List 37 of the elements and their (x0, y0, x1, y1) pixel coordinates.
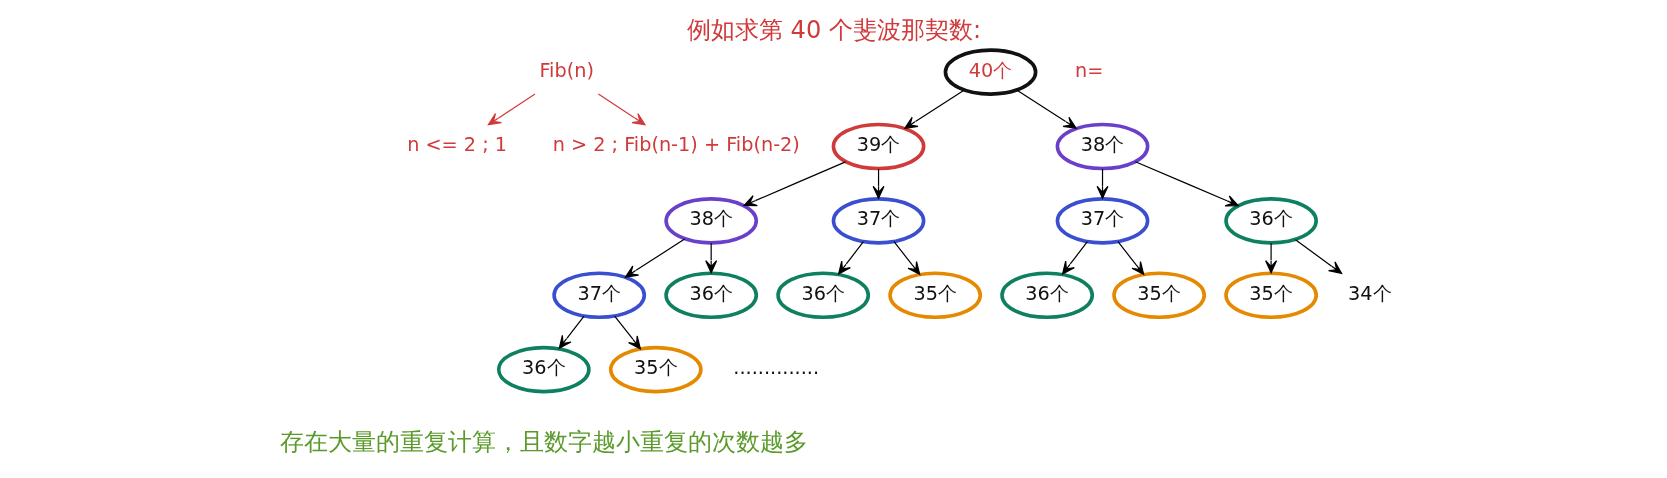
node-ellipse: 36个 (775, 270, 870, 319)
node-ellipse: 37个 (551, 270, 646, 319)
arrow (558, 315, 585, 349)
arrow (1016, 89, 1077, 129)
node-ellipse: 36个 (999, 270, 1094, 319)
caption: 存在大量的重复计算，且数字越小重复的次数越多 (279, 427, 808, 456)
label: n= (1074, 58, 1103, 82)
node-ellipse: 36个 (496, 345, 591, 393)
node-ellipse: 35个 (1223, 270, 1318, 319)
arrow (1134, 160, 1239, 206)
arrow (892, 240, 920, 275)
arrow (1061, 240, 1088, 274)
node-ellipse: 37个 (1055, 196, 1149, 245)
arrow (597, 93, 646, 125)
arrow (613, 315, 641, 349)
arrow (1116, 240, 1144, 275)
node-ellipse: 37个 (831, 196, 925, 245)
node-ellipse: 40个 (943, 47, 1037, 96)
label: .............. (732, 355, 819, 379)
node-ellipse: 39个 (831, 122, 925, 170)
node-ellipse: 36个 (663, 270, 758, 319)
node-ellipse: 35个 (887, 270, 982, 319)
arrow (1264, 242, 1277, 273)
arrow (903, 89, 965, 129)
node-ellipse: 35个 (1111, 270, 1206, 319)
node-text: n > 2 ; Fib(n-1) + Fib(n-2) (552, 132, 800, 156)
arrow (1294, 238, 1342, 274)
diagram-title: 例如求第 40 个斐波那契数: (686, 15, 981, 44)
node-text: 34个 (1347, 281, 1392, 305)
node-text: n <= 2 ; 1 (406, 132, 507, 156)
node-ellipse: 35个 (608, 345, 703, 393)
arrow (624, 238, 685, 278)
arrow (487, 93, 536, 125)
node-ellipse: 38个 (1055, 122, 1149, 170)
node-text: Fib(n) (538, 58, 594, 82)
arrow (743, 160, 846, 206)
arrow (837, 240, 864, 274)
